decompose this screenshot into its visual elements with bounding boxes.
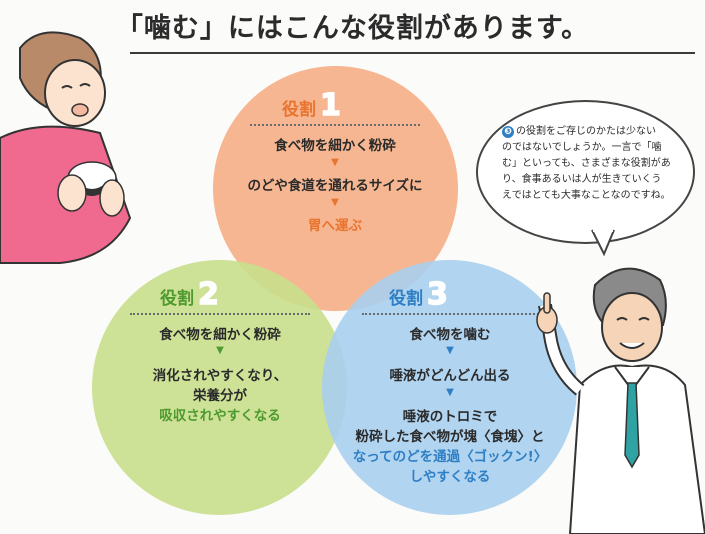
role3-step: 唾液のトロミで: [402, 409, 498, 425]
role3-step: 食べ物を噛む: [409, 327, 491, 343]
role2-label: 役割: [160, 289, 194, 309]
woman-eating-illustration: [0, 31, 132, 264]
role3-arrow: ▼: [446, 345, 454, 356]
role2-step: 栄養分が: [193, 388, 247, 404]
role1-label: 役割: [282, 100, 316, 120]
role2-step: 吸収されやすくなる: [159, 408, 281, 424]
bubble-line: のではないでしょうか。一言で「噛: [502, 142, 662, 153]
role1-arrow: ▼: [331, 157, 339, 168]
doctor-illustration: [536, 267, 705, 534]
role3-circle: [322, 260, 577, 515]
role3-divider: [362, 313, 542, 315]
role3-step: 唾液がどんどん出る: [389, 368, 511, 384]
role3-step: しやすくなる: [409, 469, 491, 485]
title-underline: [130, 52, 695, 54]
role3-number: 3: [426, 276, 448, 313]
role1-step: 胃へ運ぶ: [308, 218, 362, 234]
role3-step: 粉砕した食べ物が塊〈食塊〉と: [355, 429, 545, 445]
role3-arrow: ▼: [446, 387, 454, 398]
speech-bubble: [476, 100, 695, 244]
role1-arrow: ▼: [331, 197, 339, 208]
bubble-line: の役割をご存じのかたは少ない: [516, 126, 656, 137]
role3-step: なってのどを通過〈ゴックン!〉: [352, 449, 548, 465]
bubble-number-badge: ❸: [502, 126, 514, 138]
role1-step: のどや食道を通れるサイズに: [247, 178, 423, 194]
bubble-line: む」といっても、さまざまな役割があ: [502, 158, 671, 169]
role1-number: 1: [319, 87, 341, 124]
role1-divider: [250, 124, 420, 126]
role2-circle: [92, 260, 347, 515]
role2-divider: [130, 313, 310, 315]
speech-bubble-tail: [591, 228, 615, 257]
role2-step: 消化されやすくなり、: [152, 368, 288, 384]
bubble-line: えではとても大事なことなのですね。: [502, 190, 671, 201]
role2-step: 食べ物を細かく粉砕: [159, 327, 281, 343]
role1-step: 食べ物を細かく粉砕: [274, 138, 396, 154]
role3-label: 役割: [389, 289, 423, 309]
bubble-line: り、食事あるいは人が生きていくう: [502, 174, 662, 185]
role2-number: 2: [197, 276, 219, 313]
role2-arrow: ▼: [216, 345, 224, 356]
page-title: 「噛む」にはこんな役割があります。: [115, 13, 590, 44]
